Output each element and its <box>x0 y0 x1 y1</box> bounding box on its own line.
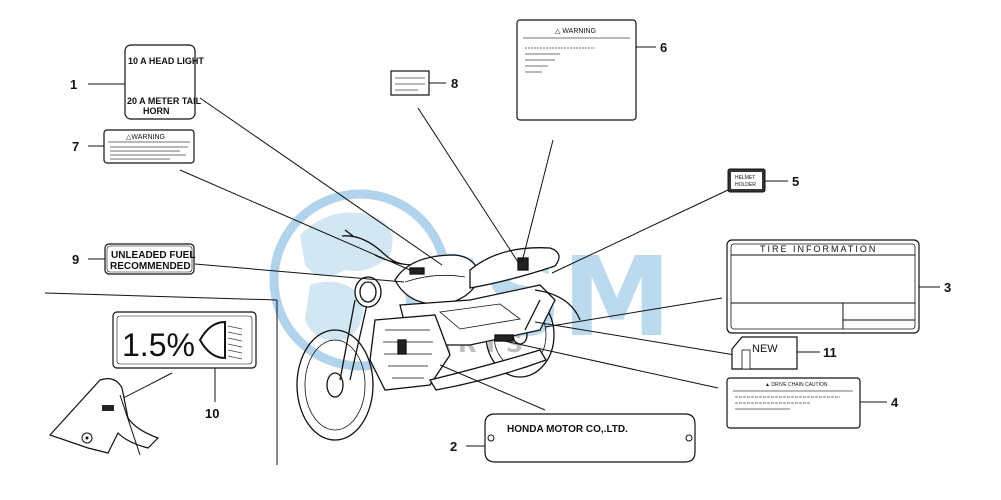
fuse-line-3: HORN <box>143 106 170 116</box>
fuse-line-1: 10 A HEAD LIGHT <box>128 56 204 66</box>
label-helmet-holder: HELMET HOLDER 5 <box>727 168 799 193</box>
unleaded-line-1: UNLEADED FUEL <box>111 250 195 261</box>
callout-number-7: 7 <box>72 139 79 154</box>
helmet-line-2: HOLDER <box>735 182 756 188</box>
warning-large-title: △ WARNING <box>555 28 596 35</box>
headlight-beam-icon <box>198 320 226 360</box>
drive-chain-title: ▲ DRIVE CHAIN CAUTION <box>765 382 828 388</box>
leader-lines <box>99 97 736 411</box>
callout-number-5: 5 <box>792 174 799 189</box>
watermark-continents <box>300 212 393 341</box>
callout-number-1: 1 <box>70 77 77 92</box>
tire-info-title: TIRE INFORMATION <box>760 244 877 254</box>
inset-headlight-aim: 1.5% 10 <box>44 292 278 465</box>
label-unleaded-fuel: UNLEADED FUEL RECOMMENDED 9 <box>72 243 195 275</box>
frame-plate-text: HONDA MOTOR CO,.LTD. <box>507 424 628 435</box>
callout-number-8: 8 <box>451 76 458 91</box>
callout-number-3: 3 <box>944 280 951 295</box>
label-frame-plate: HONDA MOTOR CO,.LTD. 2 <box>450 413 696 463</box>
callout-number-9: 9 <box>72 252 79 267</box>
label-fuse-headlight: 10 A HEAD LIGHT 20 A METER TAIL HORN 1 <box>70 44 204 120</box>
fork-leg-sketch <box>48 378 160 454</box>
new-label-text: NEW <box>752 343 778 355</box>
front-wheel <box>296 329 374 441</box>
label-tire-information: TIRE INFORMATION 3 <box>726 239 951 334</box>
helmet-line-1: HELMET <box>735 175 755 181</box>
warning-small-title: △WARNING <box>126 134 165 141</box>
unleaded-line-2: RECOMMENDED <box>110 261 191 272</box>
callout-number-6: 6 <box>660 40 667 55</box>
callout-number-4: 4 <box>891 395 899 410</box>
label-warning-small: △WARNING 7 <box>72 129 195 164</box>
headlight <box>354 276 382 308</box>
callout-number-2: 2 <box>450 439 457 454</box>
label-warning-large: △ WARNING 6 <box>516 19 667 121</box>
label-drive-chain: ▲ DRIVE CHAIN CAUTION 4 <box>726 377 899 429</box>
label-small-8: 8 <box>390 70 458 96</box>
fuse-line-2: 20 A METER TAIL <box>127 96 202 106</box>
callout-number-11: 11 <box>823 345 837 360</box>
motorcycle-illustration <box>296 229 581 441</box>
callout-number-10: 10 <box>205 406 219 421</box>
engine <box>369 314 451 391</box>
seat <box>469 247 560 289</box>
exhaust <box>428 349 547 391</box>
aim-percentage: 1.5% <box>122 327 195 363</box>
label-new: NEW 11 <box>731 336 837 370</box>
